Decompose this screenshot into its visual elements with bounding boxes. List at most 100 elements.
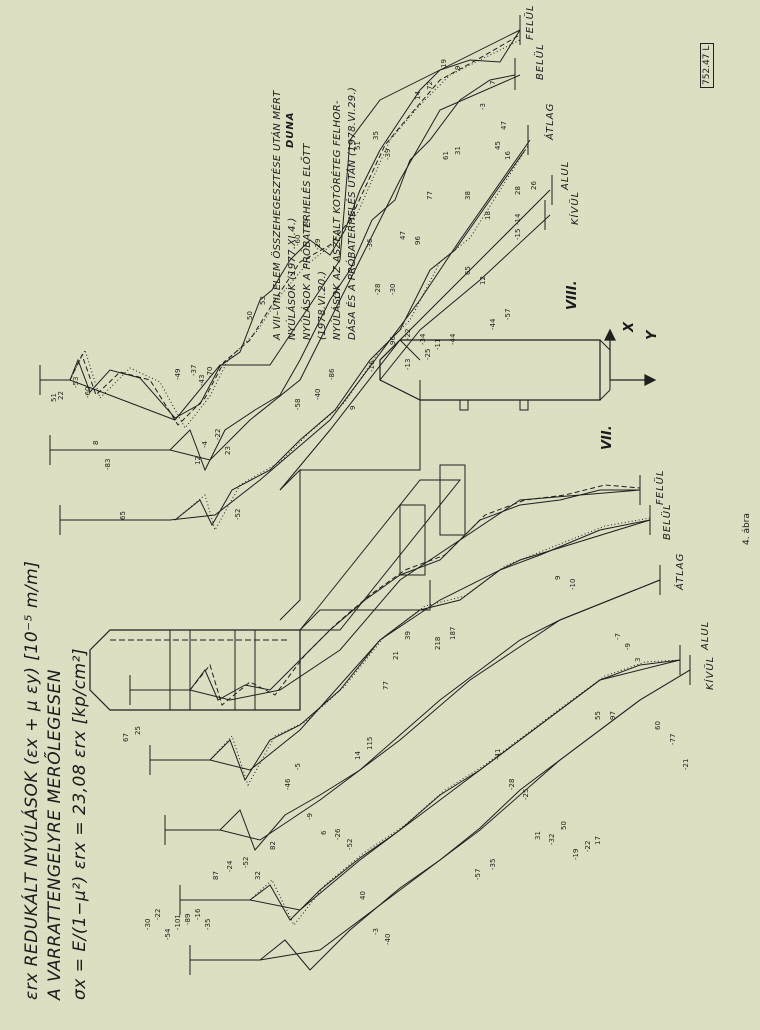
svg-text:-7: -7 [614, 633, 622, 640]
svg-text:31: 31 [454, 146, 462, 155]
legend-line-1: A VII–VIII ELEM ÖSSZEHEGESZTÉSE UTÁN MÉR… [272, 90, 283, 340]
svg-text:96: 96 [389, 336, 397, 345]
element-vii-strain-diagram [89, 464, 691, 975]
svg-text:-15: -15 [514, 229, 522, 240]
svg-text:39: 39 [404, 631, 412, 640]
tag-atlag-upper: ÁTLAG [545, 102, 556, 140]
svg-text:-58: -58 [294, 399, 302, 410]
svg-text:-57: -57 [504, 309, 512, 320]
svg-text:-16: -16 [194, 908, 202, 920]
svg-text:-37: -37 [190, 365, 198, 376]
svg-text:-28: -28 [374, 284, 382, 295]
legend-line-2: NYÚLÁSOK (1977.XI.4.) [287, 217, 298, 340]
svg-text:-52: -52 [242, 857, 250, 868]
element-vii-label: VII. [600, 425, 615, 450]
svg-text:-14: -14 [514, 213, 522, 225]
slab-1 [399, 504, 426, 576]
strain-curve-dotted-3 [209, 517, 651, 787]
svg-text:3: 3 [634, 658, 642, 662]
strain-curve-solid-4 [189, 489, 640, 701]
svg-text:77: 77 [382, 681, 390, 690]
svg-text:50: 50 [246, 311, 254, 320]
legend-line-6: DÁSA ÉS A PRÓBATERHELÉS UTÁN (1978.VI.29… [347, 86, 358, 340]
element-viii-label: VIII. [565, 280, 580, 310]
svg-text:23: 23 [224, 446, 232, 455]
baseline-kivul-upper [379, 214, 551, 381]
svg-text:50: 50 [560, 821, 568, 830]
baseline-felul-lower [130, 489, 641, 701]
baseline-atlag-upper [60, 139, 531, 521]
svg-text:-53: -53 [72, 377, 80, 388]
slab-2 [439, 464, 466, 536]
svg-text:-49: -49 [174, 369, 182, 380]
rib-1 [169, 629, 191, 711]
svg-text:72: 72 [426, 81, 434, 90]
svg-text:-24: -24 [226, 860, 234, 872]
svg-text:45: 45 [494, 141, 502, 150]
svg-text:-57: -57 [474, 869, 482, 880]
svg-text:25: 25 [302, 219, 310, 228]
svg-text:-30: -30 [144, 919, 152, 930]
tag-atlag-lower: ÁTLAG [675, 552, 686, 590]
tag-kivul-upper: KÍVÜL [570, 190, 581, 225]
svg-text:53: 53 [259, 296, 267, 305]
baseline-felul-upper [40, 29, 521, 421]
svg-text:-41: -41 [494, 749, 502, 760]
svg-text:-60: -60 [294, 235, 302, 246]
svg-text:-30: -30 [389, 284, 397, 295]
svg-text:22: 22 [57, 391, 65, 400]
title-line-2: A VARRATTENGELYRE MERŐLEGESEN [45, 669, 65, 1000]
svg-text:51: 51 [50, 393, 58, 402]
svg-text:-10: -10 [569, 579, 577, 590]
svg-text:97: 97 [609, 711, 617, 720]
svg-text:65: 65 [119, 511, 127, 520]
axis-x-label: X [622, 321, 637, 332]
svg-text:-22: -22 [214, 429, 222, 440]
svg-text:-39: -39 [384, 149, 392, 160]
svg-text:65: 65 [464, 266, 472, 275]
svg-text:-35: -35 [204, 919, 212, 930]
svg-text:-9: -9 [624, 643, 632, 650]
svg-text:-22: -22 [584, 841, 592, 852]
element-viii-strain-diagram [39, 15, 611, 621]
svg-text:-32: -32 [548, 834, 556, 845]
svg-text:-4: -4 [201, 440, 209, 448]
svg-text:-60: -60 [84, 387, 92, 398]
svg-text:9: 9 [349, 406, 357, 410]
tag-belul-lower: BELÜL [662, 503, 673, 540]
svg-text:16: 16 [504, 151, 512, 160]
svg-text:-86: -86 [328, 368, 336, 380]
strain-curve-solid-8 [259, 669, 691, 971]
duna-label: DUNA [285, 111, 296, 148]
svg-text:-40: -40 [384, 934, 392, 945]
svg-text:-44: -44 [489, 318, 497, 330]
svg-text:-43: -43 [198, 375, 206, 386]
title-line-3: σx = E/(1−μ²) εrx = 23,08 εrx [kp/cm²] [70, 647, 90, 1000]
svg-text:47: 47 [500, 121, 508, 130]
svg-text:-22: -22 [404, 329, 412, 340]
element-vii-block [89, 629, 301, 711]
rib-2 [234, 629, 256, 711]
legend-line-4: (1978.VI.20.) [317, 270, 328, 340]
strain-curve-dashed-2 [189, 484, 641, 706]
svg-text:12: 12 [479, 276, 487, 285]
svg-text:82: 82 [269, 841, 277, 850]
svg-text:-54: -54 [164, 928, 172, 940]
svg-text:17: 17 [334, 291, 342, 300]
svg-text:96: 96 [414, 236, 422, 245]
svg-text:87: 87 [212, 871, 220, 880]
svg-text:25: 25 [134, 726, 142, 735]
tag-felul-upper: FELÜL [525, 4, 536, 40]
svg-text:17: 17 [594, 836, 602, 845]
svg-text:26: 26 [530, 181, 538, 190]
strain-curve-solid-6 [219, 579, 661, 851]
svg-text:14: 14 [354, 751, 362, 760]
svg-text:-36: -36 [366, 238, 374, 250]
archive-stamp: 752.47 L [700, 42, 714, 88]
svg-text:7: 7 [489, 81, 497, 85]
strain-curve-solid-5 [209, 519, 651, 782]
svg-text:19: 19 [440, 59, 448, 68]
figure-label: 4. ábra [742, 513, 752, 545]
svg-text:77: 77 [426, 191, 434, 200]
